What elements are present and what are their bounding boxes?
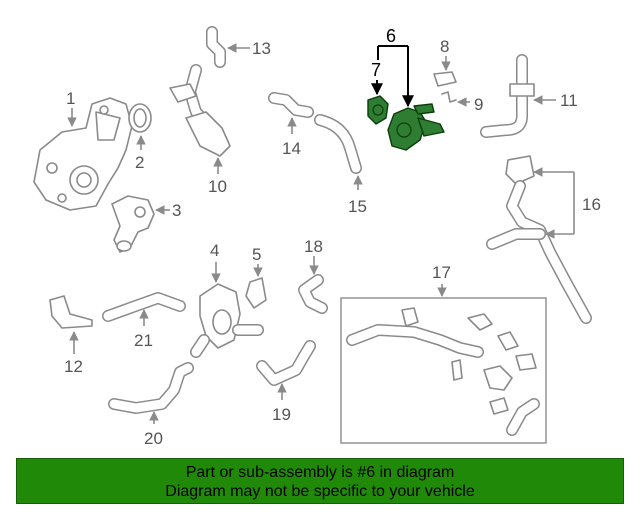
part-8-sensor[interactable] (433, 71, 457, 87)
callout-19[interactable]: 19 (272, 405, 291, 424)
part-10-pipe-bracket[interactable] (169, 64, 231, 157)
part-9-clip[interactable] (441, 91, 457, 103)
callout-13[interactable]: 13 (252, 39, 271, 58)
callout-3[interactable]: 3 (172, 201, 181, 220)
callout-5[interactable]: 5 (252, 245, 261, 264)
callout-15[interactable]: 15 (348, 197, 367, 216)
callout-20[interactable]: 20 (144, 429, 163, 448)
callout-16[interactable]: 16 (582, 195, 601, 214)
callout-18[interactable]: 18 (304, 237, 323, 256)
part-4-pump-body[interactable] (190, 283, 264, 358)
callout-17[interactable]: 17 (432, 263, 451, 282)
callout-8[interactable]: 8 (440, 37, 449, 56)
part-17-hose-kit[interactable] (340, 297, 547, 444)
callout-7[interactable]: 7 (371, 60, 381, 80)
callout-2[interactable]: 2 (135, 153, 144, 172)
banner-line-1: Part or sub-assembly is #6 in diagram (185, 464, 455, 481)
callout-9[interactable]: 9 (474, 95, 483, 114)
part-15-curved-hose[interactable] (314, 114, 362, 174)
callout-6[interactable]: 6 (386, 26, 396, 46)
part-18-bent-hose[interactable] (298, 274, 328, 314)
banner-line-2: Diagram may not be specific to your vehi… (165, 483, 475, 500)
part-13-small-hose[interactable] (206, 26, 226, 68)
part-3-thermostat-housing[interactable] (111, 195, 155, 253)
callout-4[interactable]: 4 (210, 241, 219, 260)
kit-box (340, 297, 547, 444)
part-11-pipe[interactable] (480, 54, 535, 138)
callout-21[interactable]: 21 (134, 331, 153, 350)
callout-12[interactable]: 12 (64, 357, 83, 376)
callout-11[interactable]: 11 (560, 91, 578, 110)
part-5-bracket[interactable] (245, 277, 267, 309)
part-6-water-outlet-highlighted[interactable] (367, 95, 445, 151)
part-14-short-hose[interactable] (268, 92, 314, 118)
part-19-hose[interactable] (256, 340, 316, 386)
part-1-pump-housing[interactable] (33, 97, 133, 211)
part-16-hose-assembly[interactable] (486, 155, 592, 324)
part-2-gasket[interactable] (128, 103, 152, 133)
callout-10[interactable]: 10 (208, 177, 227, 196)
callout-14[interactable]: 14 (282, 139, 301, 158)
part-21-hose[interactable] (102, 292, 186, 322)
info-banner: Part or sub-assembly is #6 in diagram Di… (16, 458, 624, 504)
part-20-long-hose[interactable] (108, 362, 194, 414)
part-12-bracket[interactable] (49, 295, 93, 329)
callout-1[interactable]: 1 (66, 89, 75, 108)
